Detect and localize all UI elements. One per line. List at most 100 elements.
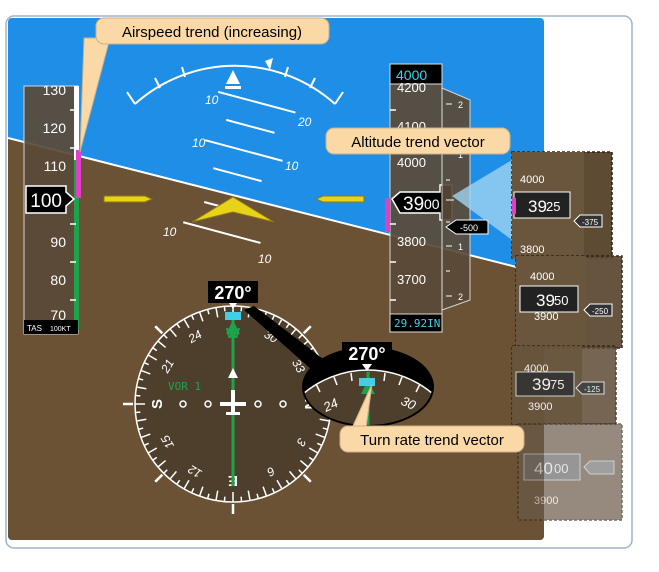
card-bottom-altitude: 3900 [528,401,552,413]
inset-heading-box [342,342,392,364]
baro-box [389,313,443,333]
vsi-tick-label: 1 [458,150,463,160]
airspeed-trend-vector [76,150,81,198]
hsi-tick [285,323,290,329]
airspeed-tick-label: 70 [50,307,66,323]
card-altitude-tens: 25 [546,199,560,214]
hsi-tick [215,307,219,318]
card-bottom-altitude: 3900 [534,495,558,507]
course-pointer-icon [226,320,240,334]
to-from-indicator-icon [228,368,238,378]
altitude-card-2: 4000 39 50 -250 3900 [515,255,623,349]
pitch-labels: 10 10 10 20 10 10 [163,93,312,266]
hsi-tick [298,334,303,339]
callout-turn-rate-text: Turn rate trend vector [360,432,504,449]
selected-altitude-box [389,63,443,85]
hsi-tick [183,479,190,490]
hsi-tick [157,459,167,468]
airspeed-readout-box [25,185,76,214]
pitch-line-20 [217,90,296,114]
callout-altitude-text: Altitude trend vector [351,134,484,151]
hsi-tick [256,493,260,499]
hsi-tick [198,311,204,322]
callout-airspeed-text: Airspeed trend (increasing) [122,24,302,41]
card-bottom-altitude: 3900 [534,311,558,323]
hsi-tick [163,334,168,339]
altitude-card-1: 4000 39 25 -375 3800 [511,151,613,259]
hsi-tick [247,490,251,501]
hsi-tick [169,328,178,338]
airspeed-tick-label: 130 [43,82,67,98]
hsi-tick [176,479,181,485]
roll-tick [126,91,136,105]
hsi-tick [163,469,168,474]
hsi-tick [276,479,283,490]
card-vsi: -125 [584,385,601,394]
hsi-tick [288,470,297,480]
hsi-tick [316,442,323,447]
hsi-tick [190,487,195,494]
hsi-tick [271,487,276,494]
roll-tick [284,66,289,78]
card-vsi: -250 [592,307,609,316]
vsi-tick-label: 1 [458,242,463,252]
hsi-tick [285,479,290,485]
hsi-tick [152,347,158,352]
pitch-label: 10 [192,136,206,150]
hsi-tick [308,447,319,454]
heading-lubber-icon [229,303,237,309]
card-altitude-hundreds: 39 [536,291,555,310]
airspeed-current-value: 100 [30,191,62,212]
pitch-label: 20 [297,115,312,129]
hsi-tick [169,470,178,480]
airspeed-tick-label: 90 [50,234,66,250]
callout-airspeed: Airspeed trend (increasing) [79,17,330,153]
altitude-card-3: 4000 39 75 -125 3900 [511,345,617,425]
card-vsi: -375 [582,218,599,227]
hsi-heading-number: 21 [158,357,177,376]
hsi-tick [319,418,330,422]
hsi-tick [183,318,190,329]
altimeter-tape: 4000 4200 4100 4000 3800 3700 39 00 29.9… [385,63,453,333]
altitude-card-4: 40 00 3900 [517,423,623,521]
airspeed-white-arc [74,86,79,160]
hsi-tick [147,354,158,361]
hsi-tick [198,486,204,497]
hsi-tick [315,433,326,439]
card-top-altitude: 4000 [520,174,544,186]
airspeed-tick-label: 120 [43,120,67,136]
pitch-label: 10 [205,93,219,107]
roll-pointer-icon [226,70,240,84]
hsi-heading-number: 12 [185,462,204,481]
hsi-tick [138,427,144,431]
hsi-heading-box [208,281,258,303]
callout-altitude: Altitude trend vector [325,127,511,155]
card-altitude-hundreds: 40 [534,459,553,478]
hsi-tick [299,459,309,468]
vsi-tick-label: 2 [458,292,463,302]
nav-source-label: VOR 1 [168,380,201,393]
hsi-tick [157,340,167,349]
pitch-label: 10 [163,225,177,239]
vsi-tick-label: 2 [458,100,463,110]
hsi-heading-value: 270° [214,283,251,303]
baro-setting: 29.92IN [394,317,440,330]
altitude-tick-label: 4200 [397,80,426,95]
hsi-tick [136,418,147,422]
hsi-tick [308,456,314,461]
hsi-tick [322,427,328,431]
hsi-tick [147,447,158,454]
hsi-bezel-mark [302,473,312,483]
hsi-cardinal-south: S [149,399,166,409]
tas-box [24,320,78,334]
hsi-heading-number: 15 [158,432,177,451]
hsi-bezel-mark [154,473,164,483]
hsi-bezel-mark [154,325,164,335]
hsi-tick [140,369,151,375]
pitch-line-10 [204,139,283,162]
hsi-tick [152,456,158,461]
inset-heading-number: 30 [399,393,419,413]
inset-turn-rate-trend-vector [359,378,375,386]
inset-heading-number: 24 [320,395,340,415]
